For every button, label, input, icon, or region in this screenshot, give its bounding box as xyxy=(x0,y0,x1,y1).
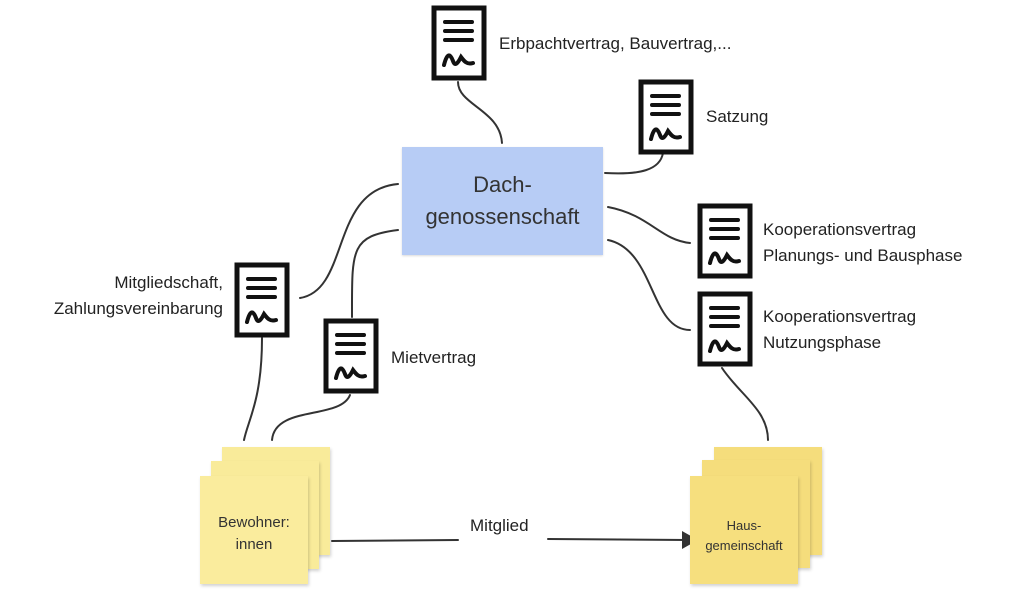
line-bewohner-to-haus-right xyxy=(547,538,689,541)
central-node-line2: genossenschaft xyxy=(425,204,580,229)
line-central-to-koop-bau xyxy=(607,206,691,244)
line-nutzung-to-haus xyxy=(721,367,769,441)
label-koop-nutzung-line2: Nutzungsphase xyxy=(763,333,882,352)
line-mitglied-to-bewohner xyxy=(243,337,263,441)
line-bewohner-to-haus-left xyxy=(331,539,459,542)
label-erbpacht: Erbpachtvertrag, Bauvertrag,... xyxy=(499,34,732,53)
central-node-line1: Dach- xyxy=(473,172,532,197)
document-icon-graphic xyxy=(697,203,753,279)
label-satzung: Satzung xyxy=(706,107,769,126)
label-koop-nutzung-line1: Kooperationsvertrag xyxy=(763,307,917,326)
bewohner-note-text: Bewohner: innen xyxy=(200,512,308,556)
contract-document-icon[interactable] xyxy=(234,262,290,338)
document-icon-graphic xyxy=(431,5,487,81)
contract-document-icon[interactable] xyxy=(323,318,379,394)
bewohner-line1: Bewohner: xyxy=(218,514,290,531)
label-miet: Mietvertrag xyxy=(391,348,477,367)
contract-document-icon[interactable] xyxy=(431,5,487,81)
haus-note-text: Haus- gemeinschaft xyxy=(690,516,798,556)
label-koop-bau-line2: Planungs- und Bausphase xyxy=(763,246,963,265)
line-central-to-satzung xyxy=(604,152,664,175)
sticky-note xyxy=(690,476,798,584)
haus-line2: gemeinschaft xyxy=(705,538,783,553)
label-mitglied: Mitgliedschaft, Zahlungsvereinbarung xyxy=(24,270,223,322)
bewohner-sticky-stack[interactable]: Bewohner: innen xyxy=(200,440,335,590)
label-mitglied-line2: Zahlungsvereinbarung xyxy=(53,299,223,318)
document-icon-graphic xyxy=(323,318,379,394)
line-erbpacht-to-central xyxy=(457,81,503,144)
bewohner-line2: innen xyxy=(235,536,273,553)
line-miet-to-central xyxy=(350,229,399,318)
dachgenossenschaft-node[interactable]: Dach- genossenschaft xyxy=(402,147,603,255)
contract-document-icon[interactable] xyxy=(697,291,753,367)
line-central-to-koop-nutzung xyxy=(607,239,691,331)
edge-label-mitglied: Mitglied xyxy=(466,516,533,536)
sticky-note xyxy=(200,476,308,584)
document-icon-graphic xyxy=(638,79,694,155)
document-icon-graphic xyxy=(697,291,753,367)
document-icon-graphic xyxy=(234,262,290,338)
contract-document-icon[interactable] xyxy=(638,79,694,155)
label-mitglied-line1: Mitgliedschaft, xyxy=(114,273,223,292)
label-koop-bau: Kooperationsvertrag Planungs- und Bausph… xyxy=(763,217,962,269)
line-mitglied-to-central xyxy=(299,183,399,299)
haus-line1: Haus- xyxy=(726,518,762,533)
contract-document-icon[interactable] xyxy=(697,203,753,279)
hausgemeinschaft-sticky-stack[interactable]: Haus- gemeinschaft xyxy=(690,440,825,590)
line-miet-to-bewohner xyxy=(271,394,351,441)
label-koop-nutzung: Kooperationsvertrag Nutzungsphase xyxy=(763,304,916,356)
label-koop-bau-line1: Kooperationsvertrag xyxy=(763,220,917,239)
